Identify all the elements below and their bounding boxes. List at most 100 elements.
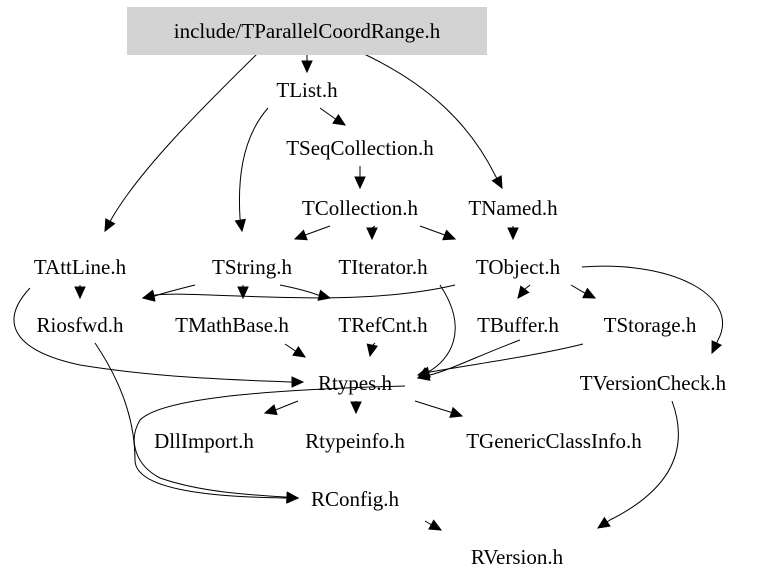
edge-line: [279, 284, 331, 299]
node-label: Riosfwd.h: [37, 313, 124, 337]
arrowhead-icon: [141, 289, 156, 301]
edge-line: [104, 52, 259, 232]
edge-tversioncheck-to-rversion: [596, 400, 679, 529]
node-label: RConfig.h: [311, 487, 400, 511]
edge-tcollection-to-tobject: [419, 225, 457, 241]
node-highlight-box: [127, 7, 487, 55]
edge-line: [13, 287, 303, 383]
edges-layer: [13, 50, 724, 531]
node-tcollection[interactable]: TCollection.h: [302, 196, 419, 220]
edge-tcollection-to-tstring: [293, 225, 331, 241]
node-label: TNamed.h: [468, 196, 558, 220]
arrowhead-icon: [293, 229, 308, 241]
node-label: TRefCnt.h: [338, 313, 428, 337]
nodes-layer: include/TParallelCoordRange.hTList.hTSeq…: [34, 7, 727, 569]
edge-line: [133, 385, 406, 499]
edge-line: [417, 284, 456, 379]
node-root[interactable]: include/TParallelCoordRange.h: [127, 7, 487, 55]
arrowhead-icon: [332, 113, 347, 126]
node-label: DllImport.h: [154, 429, 254, 453]
edge-rtypes-to-dllimport: [263, 400, 299, 416]
node-label: TCollection.h: [302, 196, 419, 220]
arrowhead-icon: [582, 287, 597, 299]
edge-line: [417, 339, 521, 379]
node-tbuffer[interactable]: TBuffer.h: [477, 313, 559, 337]
edge-tobject-to-riosfwd: [141, 284, 456, 301]
edge-tstring-to-tmathbase: [237, 285, 249, 300]
edge-rtypes-to-tgenericclassinfo: [414, 400, 464, 418]
edge-rtypes-to-rtypeinfo: [350, 401, 362, 415]
arrowhead-icon: [416, 366, 431, 378]
node-label: Rtypes.h: [318, 371, 393, 395]
arrowhead-icon: [286, 491, 300, 503]
arrowhead-icon: [317, 289, 332, 301]
node-label: TVersionCheck.h: [580, 371, 727, 395]
node-label: TObject.h: [476, 255, 561, 279]
edge-line: [597, 400, 679, 529]
node-tstring[interactable]: TString.h: [212, 255, 292, 279]
edge-tnamed-to-tobject: [507, 226, 519, 241]
node-label: TIterator.h: [338, 255, 428, 279]
edge-line: [361, 52, 503, 189]
arrowhead-icon: [442, 229, 457, 241]
node-tmathbase[interactable]: TMathBase.h: [175, 313, 289, 337]
node-rversion[interactable]: RVersion.h: [471, 545, 564, 569]
node-tobject[interactable]: TObject.h: [476, 255, 561, 279]
arrowhead-icon: [491, 175, 503, 190]
node-tlist[interactable]: TList.h: [276, 78, 338, 102]
node-label: Rtypeinfo.h: [305, 429, 405, 453]
edge-tobject-to-rtypes: [416, 339, 521, 381]
node-label: TMathBase.h: [175, 313, 289, 337]
edge-tlist-to-tstring: [234, 107, 269, 233]
arrowhead-icon: [74, 286, 86, 300]
edge-tmathbase-to-rtypes: [284, 343, 307, 358]
node-rtypes[interactable]: Rtypes.h: [318, 371, 393, 395]
arrowhead-icon: [350, 401, 362, 415]
node-label: TAttLine.h: [34, 255, 127, 279]
edge-line: [142, 284, 456, 299]
edge-tlist-to-tseqcollection: [319, 107, 347, 126]
node-tstorage[interactable]: TStorage.h: [604, 313, 697, 337]
arrowhead-icon: [449, 406, 464, 418]
arrowhead-icon: [263, 404, 278, 416]
edge-line: [94, 342, 298, 499]
node-trefcnt[interactable]: TRefCnt.h: [338, 313, 428, 337]
edge-line: [581, 265, 724, 354]
node-label: TList.h: [276, 78, 338, 102]
node-label: TBuffer.h: [477, 313, 559, 337]
edge-trefcnt-to-rtypes: [366, 342, 378, 358]
arrowhead-icon: [301, 60, 313, 74]
node-rconfig[interactable]: RConfig.h: [311, 487, 400, 511]
edge-root-to-tattline: [104, 52, 259, 233]
edge-tseqcollection-to-tcollection: [354, 166, 366, 190]
arrowhead-icon: [291, 376, 305, 388]
node-label: TSeqCollection.h: [286, 136, 434, 160]
edge-rtypes-to-rconfig: [133, 385, 406, 503]
node-tnamed[interactable]: TNamed.h: [468, 196, 558, 220]
arrowhead-icon: [507, 227, 519, 241]
node-label: include/TParallelCoordRange.h: [174, 19, 441, 43]
edge-tobject-to-tbuffer: [517, 284, 531, 299]
node-dllimport[interactable]: DllImport.h: [154, 429, 254, 453]
node-tgenericclassinfo[interactable]: TGenericClassInfo.h: [466, 429, 642, 453]
node-tseqcollection[interactable]: TSeqCollection.h: [286, 136, 434, 160]
node-titerator[interactable]: TIterator.h: [338, 255, 428, 279]
edge-tobject-to-tversioncheck: [581, 265, 724, 355]
edge-line: [417, 343, 584, 376]
arrowhead-icon: [354, 176, 366, 190]
node-rtypeinfo[interactable]: Rtypeinfo.h: [305, 429, 405, 453]
edge-tattline-to-rtypes: [13, 287, 305, 388]
edge-rconfig-to-rversion: [424, 519, 443, 531]
edge-tcollection-to-titerator: [366, 225, 378, 241]
arrowhead-icon: [428, 519, 443, 531]
arrowhead-icon: [237, 286, 249, 300]
edge-line: [238, 107, 269, 232]
node-riosfwd[interactable]: Riosfwd.h: [37, 313, 124, 337]
edge-riosfwd-to-rconfig: [94, 342, 300, 504]
arrowhead-icon: [366, 343, 378, 358]
node-tversioncheck[interactable]: TVersionCheck.h: [580, 371, 727, 395]
node-label: TStorage.h: [604, 313, 697, 337]
node-tattline[interactable]: TAttLine.h: [34, 255, 127, 279]
arrowhead-icon: [234, 218, 246, 233]
